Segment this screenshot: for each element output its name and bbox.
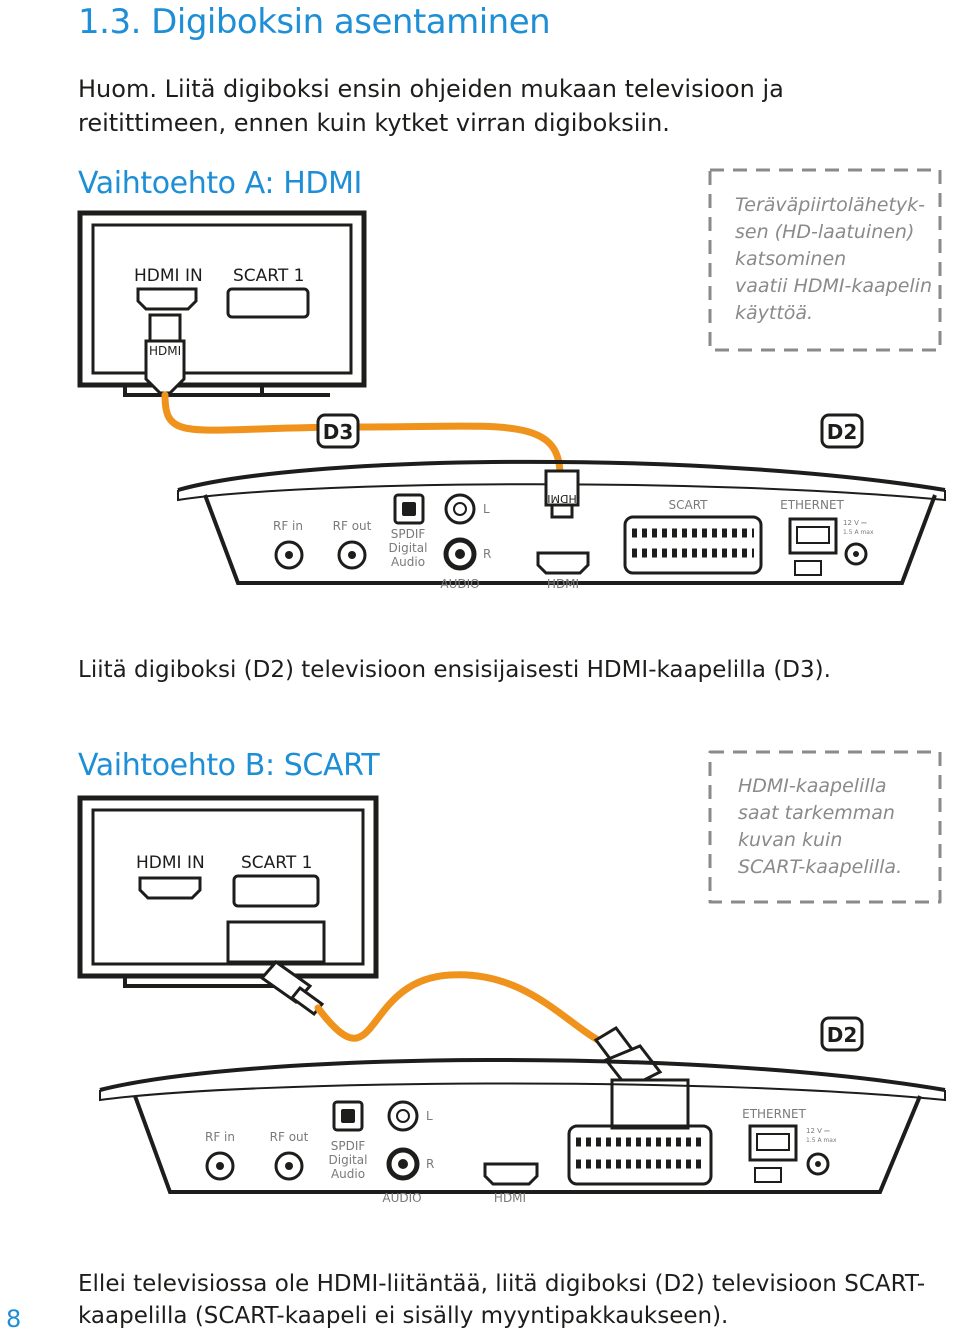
svg-text:1.5 A max: 1.5 A max — [806, 1137, 837, 1144]
svg-text:ETHERNET: ETHERNET — [780, 498, 844, 512]
svg-text:SPDIF: SPDIF — [391, 527, 426, 541]
tv-b — [77, 795, 379, 988]
caption-a: Liitä digiboksi (D2) televisioon ensisij… — [78, 657, 831, 683]
svg-text:Digital: Digital — [389, 541, 428, 555]
box-b-scart-plug — [593, 1026, 690, 1130]
hdmi-connection-diagram: HDMI IN SCART 1 HDMI D3 D2 HDMI RF in RF… — [77, 210, 946, 591]
svg-text:HDMI: HDMI — [547, 492, 576, 505]
svg-text:SCART: SCART — [669, 498, 709, 512]
svg-text:Digital: Digital — [329, 1153, 368, 1167]
svg-text:D2: D2 — [827, 420, 858, 444]
tv-b-scart1-label: SCART 1 — [241, 853, 312, 873]
svg-text:RF in: RF in — [205, 1130, 235, 1144]
svg-text:D2: D2 — [827, 1023, 858, 1047]
svg-text:HDMI: HDMI — [494, 1191, 526, 1205]
option-b-title: Vaihtoehto B: SCART — [78, 748, 380, 783]
tv-a-hdmi-port — [136, 287, 198, 311]
svg-text:1.5 A max: 1.5 A max — [843, 529, 874, 536]
svg-text:RF in: RF in — [273, 519, 303, 533]
cable-hdmi-label: HDMI — [149, 344, 181, 358]
svg-text:L: L — [483, 502, 490, 516]
set-top-box-a — [177, 459, 946, 585]
tv-a-scart1-label: SCART 1 — [233, 266, 304, 286]
tv-a-scart-port — [226, 287, 310, 319]
svg-text:HDMI: HDMI — [547, 577, 579, 591]
tv-a-hdmi-plug — [144, 313, 186, 395]
hdmi-cable — [161, 391, 564, 479]
svg-text:RF out: RF out — [270, 1130, 309, 1144]
svg-text:AUDIO: AUDIO — [440, 577, 479, 591]
tv-a-hdmi-in-label: HDMI IN — [134, 266, 203, 286]
section-title: 1.3. Digiboksin asentaminen — [78, 2, 551, 42]
tv-b-scart-plug — [226, 920, 326, 1017]
tv-b-hdmi-in-label: HDMI IN — [136, 853, 205, 873]
scart-cable — [314, 971, 614, 1050]
svg-text:R: R — [426, 1157, 434, 1171]
svg-text:12 V ⎓: 12 V ⎓ — [843, 519, 867, 527]
svg-text:D3: D3 — [323, 420, 354, 444]
tag-d2-a — [820, 413, 864, 449]
svg-text:R: R — [483, 547, 491, 561]
tip-a-text: Teräväpiirtolähetyk- sen (HD-laatuinen) … — [735, 194, 932, 324]
svg-text:L: L — [426, 1109, 433, 1123]
tag-d2-b — [820, 1016, 864, 1052]
svg-text:Audio: Audio — [391, 555, 425, 569]
svg-text:12 V ⎓: 12 V ⎓ — [806, 1127, 830, 1135]
install-note: Huom. Liitä digiboksi ensin ohjeiden muk… — [78, 75, 784, 137]
tip-box-a — [708, 168, 942, 352]
option-a-title: Vaihtoehto A: HDMI — [78, 166, 362, 201]
tv-a — [77, 210, 367, 397]
tip-box-b — [708, 750, 942, 904]
page-number: 8 — [6, 1305, 22, 1333]
svg-text:RF out: RF out — [333, 519, 372, 533]
tip-b-text: HDMI-kaapelilla saat tarkemman kuvan kui… — [738, 775, 903, 878]
box-a-hdmi-plug — [544, 469, 580, 519]
caption-b: Ellei televisiossa ole HDMI-liitäntää, l… — [78, 1271, 926, 1329]
svg-text:Audio: Audio — [331, 1167, 365, 1181]
svg-text:SPDIF: SPDIF — [331, 1139, 366, 1153]
svg-text:ETHERNET: ETHERNET — [742, 1107, 806, 1121]
tag-d3 — [316, 413, 360, 449]
svg-text:AUDIO: AUDIO — [382, 1191, 421, 1205]
set-top-box-b — [99, 1058, 946, 1194]
scart-connection-diagram: HDMI IN SCART 1 D2 RF in RF out SPDIF Di… — [77, 795, 946, 1205]
